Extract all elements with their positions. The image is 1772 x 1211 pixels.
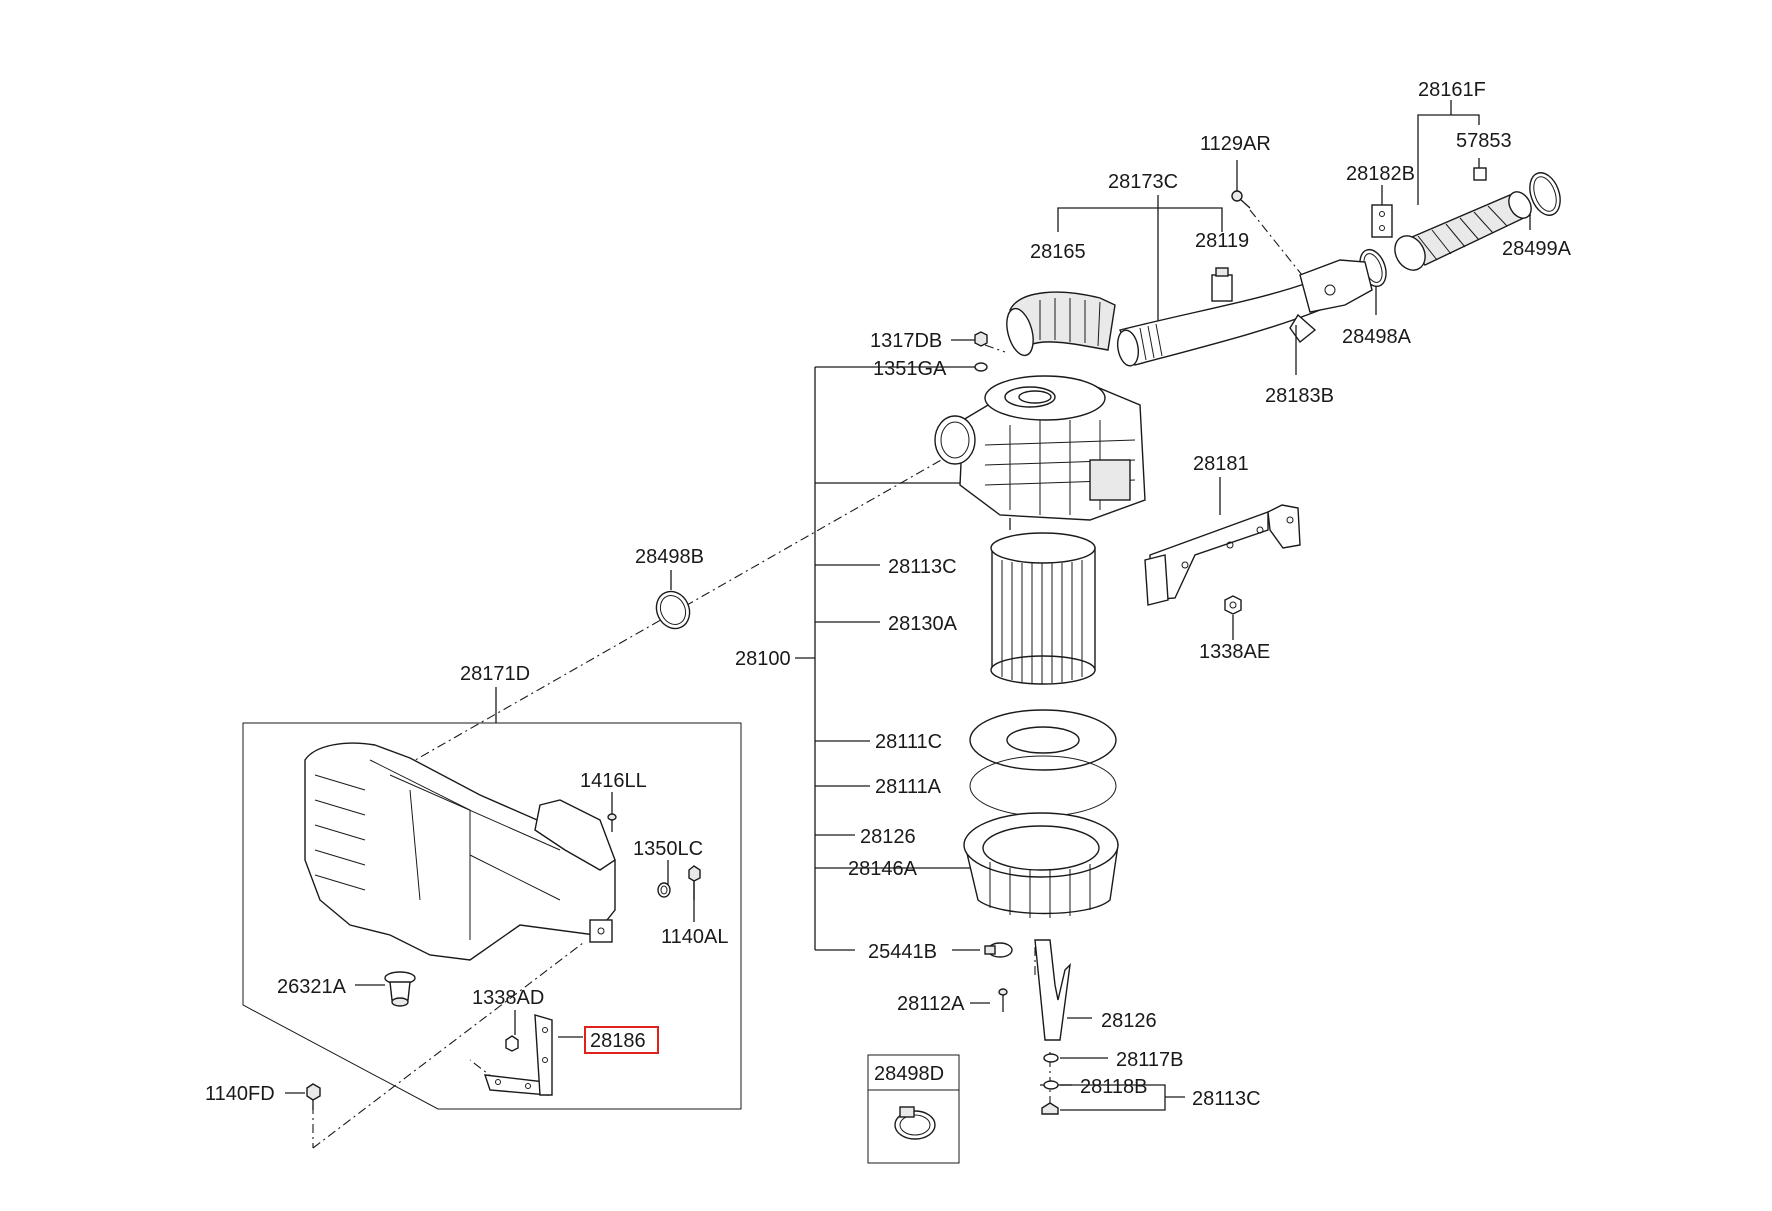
nut-28113C bbox=[1041, 1102, 1059, 1115]
washer-28117B bbox=[1043, 1053, 1059, 1063]
bolt-1140FD bbox=[306, 1083, 321, 1110]
sensor-28119 bbox=[1211, 267, 1233, 302]
label-28100[interactable]: 28100 bbox=[735, 648, 791, 670]
leader-lines bbox=[242, 100, 1531, 1111]
screw-28112A bbox=[998, 988, 1008, 1012]
grommet-1350LC bbox=[657, 882, 671, 898]
label-28186[interactable]: 28186 bbox=[590, 1030, 646, 1052]
clamp-28498B bbox=[655, 590, 691, 630]
label-28119[interactable]: 28119 bbox=[1195, 230, 1249, 252]
label-28146A[interactable]: 28146A bbox=[848, 858, 918, 880]
label-26321A[interactable]: 26321A bbox=[277, 976, 347, 998]
label-28111C[interactable]: 28111C bbox=[875, 731, 942, 753]
label-28161F[interactable]: 28161F bbox=[1418, 79, 1486, 101]
label-28165[interactable]: 28165 bbox=[1030, 241, 1086, 263]
clip-1416LL bbox=[607, 813, 617, 832]
clamp-25441B bbox=[984, 942, 1013, 958]
label-1129AR[interactable]: 1129AR bbox=[1200, 133, 1271, 155]
label-57853[interactable]: 57853 bbox=[1456, 130, 1512, 152]
label-1350LC[interactable]: 1350LC bbox=[633, 838, 703, 860]
intake-resonator-28171D bbox=[304, 742, 616, 961]
label-1140FD[interactable]: 1140FD bbox=[205, 1083, 275, 1105]
label-25441B[interactable]: 25441B bbox=[868, 941, 937, 963]
label-28126-bottom[interactable]: 28126 bbox=[1101, 1010, 1157, 1032]
label-28130A[interactable]: 28130A bbox=[888, 613, 958, 635]
label-28113C-top[interactable]: 28113C bbox=[888, 556, 957, 578]
label-1140AL[interactable]: 1140AL bbox=[661, 926, 728, 948]
label-28498D[interactable]: 28498D bbox=[874, 1063, 944, 1085]
label-1338AD[interactable]: 1338AD bbox=[472, 987, 544, 1009]
label-28183B[interactable]: 28183B bbox=[1265, 385, 1334, 407]
label-28498A[interactable]: 28498A bbox=[1342, 326, 1412, 348]
washer-1351GA bbox=[974, 362, 988, 372]
bracket-28181 bbox=[1144, 504, 1301, 606]
label-28182B[interactable]: 28182B bbox=[1346, 163, 1415, 185]
gasket-28111C bbox=[969, 709, 1117, 771]
label-1416LL[interactable]: 1416LL bbox=[580, 770, 647, 792]
bolt-1140AL bbox=[688, 865, 701, 900]
clamp-28499A bbox=[1529, 172, 1561, 216]
inset-28498D bbox=[867, 1054, 960, 1164]
air-duct-28173C bbox=[1116, 259, 1373, 367]
label-28499A[interactable]: 28499A bbox=[1502, 238, 1572, 260]
nut-1317DB bbox=[974, 331, 988, 347]
nut-1338AD bbox=[505, 1035, 519, 1052]
label-28118B[interactable]: 28118B bbox=[1080, 1076, 1147, 1098]
air-cleaner-upper-housing bbox=[934, 375, 1146, 530]
part-labels: 28161F 57853 1129AR 28182B 28173C 28499A… bbox=[205, 79, 1572, 1110]
label-28113C-bottom[interactable]: 28113C bbox=[1192, 1088, 1261, 1110]
label-28171D[interactable]: 28171D bbox=[460, 663, 530, 685]
label-1317DB[interactable]: 1317DB bbox=[870, 330, 942, 352]
label-28181[interactable]: 28181 bbox=[1193, 453, 1249, 475]
label-1351GA[interactable]: 1351GA bbox=[873, 358, 947, 380]
valve-28126 bbox=[1034, 939, 1071, 1041]
label-28111A[interactable]: 28111A bbox=[875, 776, 942, 798]
label-28112A[interactable]: 28112A bbox=[897, 993, 965, 1015]
mount-26321A bbox=[384, 971, 416, 1007]
label-28498B[interactable]: 28498B bbox=[635, 546, 704, 568]
bolt-1129AR bbox=[1231, 190, 1251, 209]
elbow-28165 bbox=[1006, 291, 1116, 357]
bracket-28186 bbox=[483, 1014, 553, 1096]
highlight-box-28186 bbox=[584, 1026, 659, 1054]
label-1338AE[interactable]: 1338AE bbox=[1199, 641, 1270, 663]
air-cleaner-lower-housing-28146A bbox=[963, 812, 1119, 918]
filter-element-28130A bbox=[990, 532, 1096, 685]
bracket-28182B bbox=[1371, 204, 1393, 238]
label-28173C[interactable]: 28173C bbox=[1108, 171, 1178, 193]
label-28117B[interactable]: 28117B bbox=[1116, 1049, 1183, 1071]
washer-28118B bbox=[1043, 1080, 1059, 1090]
intake-hose-28161F bbox=[1394, 167, 1532, 271]
nut-1338AE bbox=[1224, 595, 1242, 615]
label-28126-top[interactable]: 28126 bbox=[860, 826, 916, 848]
